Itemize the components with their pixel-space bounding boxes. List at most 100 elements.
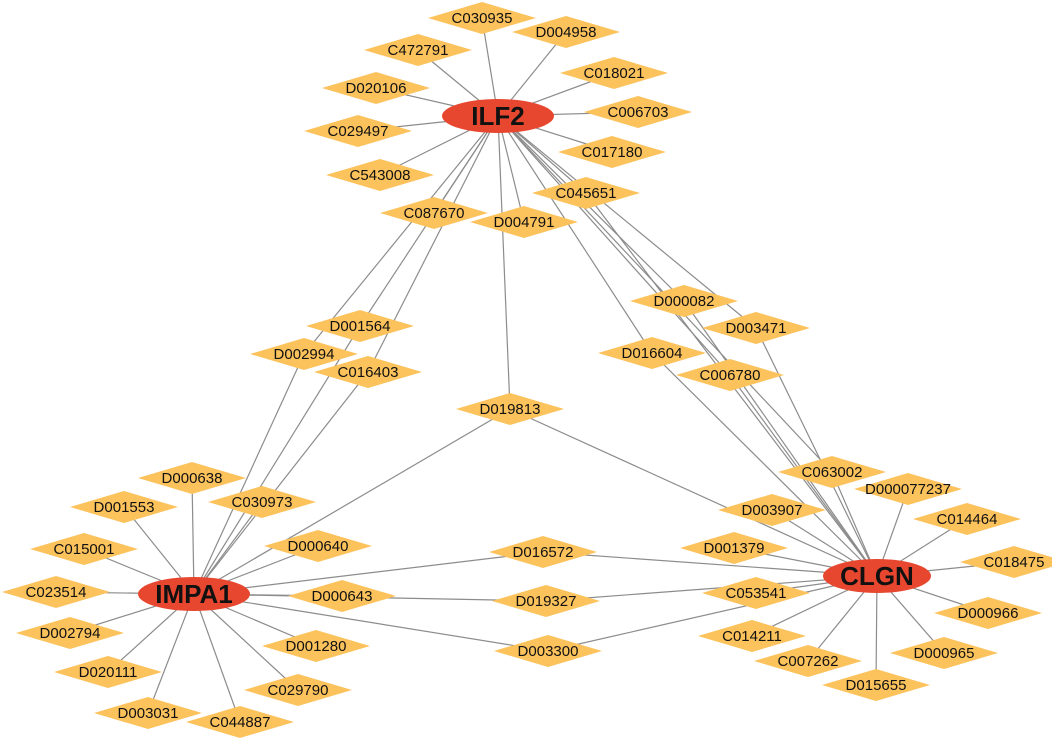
compound-label: C045651 xyxy=(556,185,617,202)
gene-node-clgn[interactable]: CLGN xyxy=(823,559,931,593)
compound-label: D020111 xyxy=(79,664,138,681)
compound-node-c063002[interactable]: C063002 xyxy=(778,456,886,488)
gene-node-ilf2[interactable]: ILF2 xyxy=(442,99,554,133)
edge-clgn-d000082 xyxy=(683,300,878,577)
compound-diamond xyxy=(890,637,998,669)
compound-node-d004958[interactable]: D004958 xyxy=(512,16,620,48)
compound-node-d020106[interactable]: D020106 xyxy=(322,72,430,104)
compound-node-d015655[interactable]: D015655 xyxy=(822,669,930,701)
gene-label: CLGN xyxy=(840,561,914,591)
compound-node-d016572[interactable]: D016572 xyxy=(489,536,597,568)
gene-ellipse xyxy=(823,559,931,593)
compound-node-d001379[interactable]: D001379 xyxy=(680,532,788,564)
compound-node-d000077237[interactable]: D000077237 xyxy=(854,473,962,505)
compound-label: C014211 xyxy=(722,628,782,645)
compound-label: D001280 xyxy=(286,638,347,655)
compound-node-c023514[interactable]: C023514 xyxy=(2,576,110,608)
compound-diamond xyxy=(854,473,962,505)
compound-node-d000643[interactable]: D000643 xyxy=(288,580,396,612)
compound-node-c044887[interactable]: C044887 xyxy=(186,706,294,738)
compound-node-c029790[interactable]: C029790 xyxy=(244,674,352,706)
compound-node-d016604[interactable]: D016604 xyxy=(598,337,706,369)
compound-label: D016572 xyxy=(513,544,574,561)
compound-label: C015001 xyxy=(54,541,115,558)
edge-clgn-d016572 xyxy=(542,551,878,577)
compound-diamond xyxy=(698,620,806,652)
compound-diamond xyxy=(702,577,810,609)
compound-node-d000640[interactable]: D000640 xyxy=(264,530,372,562)
compound-node-d001564[interactable]: D001564 xyxy=(306,310,414,342)
compound-diamond xyxy=(264,530,372,562)
compound-node-d019327[interactable]: D019327 xyxy=(492,585,600,617)
compound-diamond xyxy=(584,96,692,128)
compound-label: D000966 xyxy=(958,605,1019,622)
compound-node-c016403[interactable]: C016403 xyxy=(314,356,422,388)
compound-node-d019813[interactable]: D019813 xyxy=(456,393,564,425)
compound-diamond xyxy=(94,697,202,729)
gene-node-impa1[interactable]: IMPA1 xyxy=(138,577,250,611)
compound-node-d001280[interactable]: D001280 xyxy=(262,630,370,662)
compound-node-c543008[interactable]: C543008 xyxy=(326,159,434,191)
compound-node-c007262[interactable]: C007262 xyxy=(754,645,862,677)
compound-node-d020111[interactable]: D020111 xyxy=(54,656,162,688)
compound-label: D004791 xyxy=(494,214,555,231)
compound-node-c030935[interactable]: C030935 xyxy=(428,2,536,34)
compound-diamond xyxy=(364,34,472,66)
compound-label: C007262 xyxy=(778,653,839,670)
compound-label: D000640 xyxy=(288,538,349,555)
compound-node-c045651[interactable]: C045651 xyxy=(532,177,640,209)
compound-label: D016604 xyxy=(622,345,683,362)
compound-node-d003031[interactable]: D003031 xyxy=(94,697,202,729)
compound-node-d002994[interactable]: D002994 xyxy=(250,338,358,370)
compound-node-c006780[interactable]: C006780 xyxy=(676,359,784,391)
compound-label: D019813 xyxy=(480,401,541,418)
compound-node-d001553[interactable]: D001553 xyxy=(70,491,178,523)
compound-label: C030935 xyxy=(452,10,513,27)
compound-label: C087670 xyxy=(404,205,465,222)
compound-diamond xyxy=(244,674,352,706)
gene-ellipse xyxy=(138,577,250,611)
compound-node-c030973[interactable]: C030973 xyxy=(208,486,316,518)
compound-node-d003907[interactable]: D003907 xyxy=(718,494,826,526)
compound-node-d000082[interactable]: D000082 xyxy=(630,285,738,317)
compound-node-c087670[interactable]: C087670 xyxy=(380,197,488,229)
compound-node-c472791[interactable]: C472791 xyxy=(364,34,472,66)
compound-node-d003471[interactable]: D003471 xyxy=(702,312,810,344)
compound-node-c015001[interactable]: C015001 xyxy=(30,533,138,565)
edge-clgn-c063002 xyxy=(831,471,878,577)
compound-diamond xyxy=(262,630,370,662)
edge-ilf2-d016604 xyxy=(497,115,653,354)
edge-ilf2-d000082 xyxy=(497,115,685,302)
compound-label: D001379 xyxy=(704,540,765,557)
compound-node-d000965[interactable]: D000965 xyxy=(890,637,998,669)
compound-node-d004791[interactable]: D004791 xyxy=(470,206,578,238)
compound-diamond xyxy=(489,536,597,568)
compound-node-d000966[interactable]: D000966 xyxy=(934,597,1042,629)
compound-node-c014211[interactable]: C014211 xyxy=(698,620,806,652)
compound-diamond xyxy=(630,285,738,317)
compound-label: C030973 xyxy=(232,494,293,511)
compound-node-c018021[interactable]: C018021 xyxy=(560,57,668,89)
compound-label: C014464 xyxy=(937,511,998,528)
compound-diamond xyxy=(208,486,316,518)
compound-diamond xyxy=(306,310,414,342)
compound-label: C018021 xyxy=(584,65,645,82)
compound-node-c006703[interactable]: C006703 xyxy=(584,96,692,128)
compound-diamond xyxy=(456,393,564,425)
compound-node-c014464[interactable]: C014464 xyxy=(913,503,1021,535)
compound-label: C063002 xyxy=(802,464,863,481)
edge-ilf2-d004791 xyxy=(497,115,525,223)
compound-node-c018475[interactable]: C018475 xyxy=(960,546,1052,578)
compound-diamond xyxy=(30,533,138,565)
compound-node-c029497[interactable]: C029497 xyxy=(304,115,412,147)
compound-node-d002794[interactable]: D002794 xyxy=(16,617,124,649)
compound-diamond xyxy=(288,580,396,612)
compound-node-d000638[interactable]: D000638 xyxy=(138,462,246,494)
compound-node-c017180[interactable]: C017180 xyxy=(558,136,666,168)
compound-label: D003031 xyxy=(118,705,179,722)
compound-node-d003300[interactable]: D003300 xyxy=(494,635,602,667)
gene-label: ILF2 xyxy=(471,101,524,131)
compound-node-c053541[interactable]: C053541 xyxy=(702,577,810,609)
compound-label: C006780 xyxy=(700,367,761,384)
